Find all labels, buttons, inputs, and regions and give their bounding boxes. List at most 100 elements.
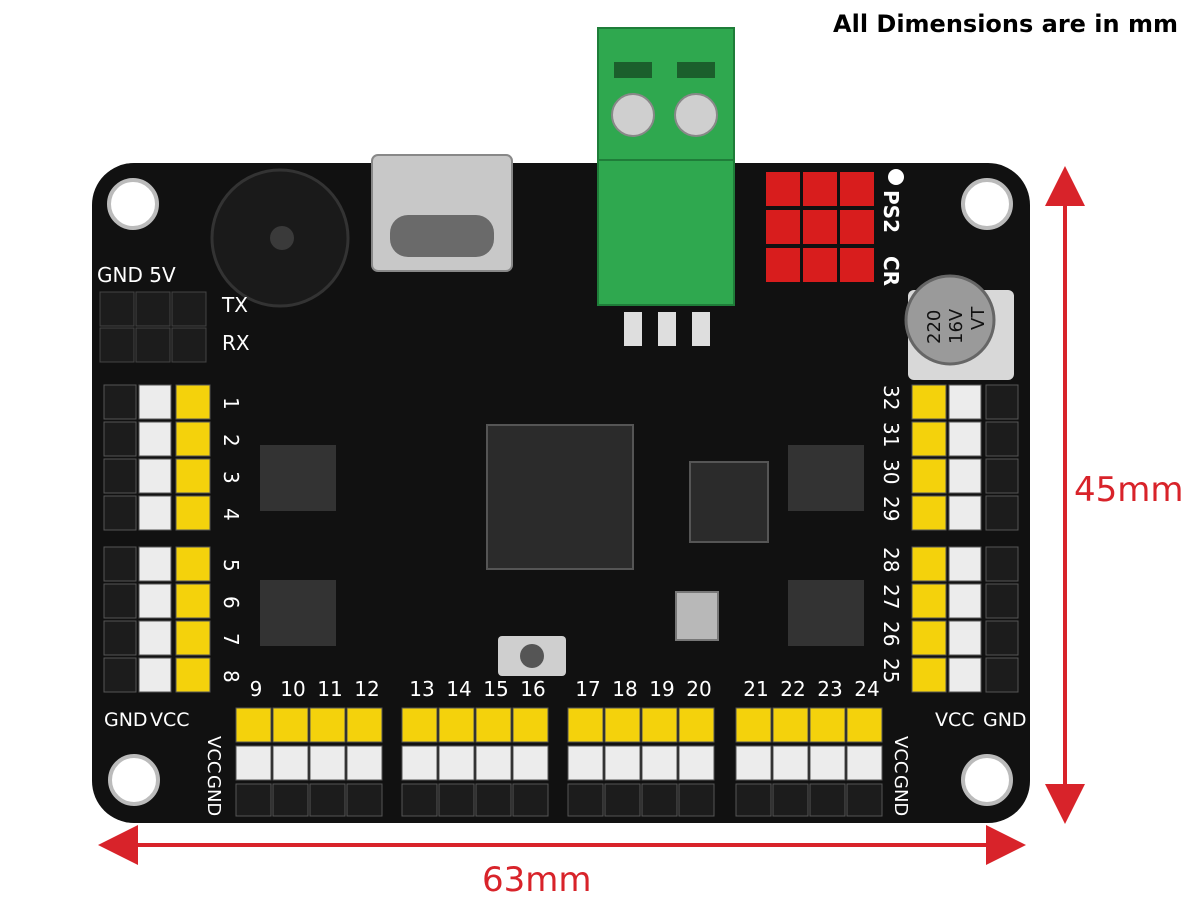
eeprom-chip xyxy=(689,461,769,543)
driver-chip-1 xyxy=(260,445,336,511)
channel-number: 25 xyxy=(879,658,903,683)
header-pin-white xyxy=(512,745,549,781)
header-pin-white xyxy=(641,745,678,781)
header-pin-yellow xyxy=(175,546,211,582)
header-pin-white xyxy=(346,745,383,781)
silk-right-bottom-gnd: GND xyxy=(983,709,1027,731)
header-pin-black xyxy=(512,783,549,817)
height-dimension-label: 45mm xyxy=(1074,470,1184,510)
header-pin-yellow xyxy=(809,707,846,743)
header-pin-yellow xyxy=(272,707,309,743)
header-pin-yellow xyxy=(772,707,809,743)
header-pin-yellow xyxy=(911,546,947,582)
header-pin-black xyxy=(235,783,272,817)
power-serial-header xyxy=(99,291,207,363)
header-pin-black xyxy=(772,783,809,817)
channel-number: 8 xyxy=(219,670,243,683)
silk-cr: CR xyxy=(879,256,903,286)
header-pin-black xyxy=(985,421,1019,457)
header-pin-white xyxy=(846,745,883,781)
header-pin-yellow xyxy=(175,620,211,656)
header-pin-yellow xyxy=(175,421,211,457)
header-pin-white xyxy=(309,745,346,781)
capacitor-voltage: 16V xyxy=(946,308,967,344)
header-pin-black xyxy=(103,546,137,582)
usb-c-port xyxy=(390,215,494,257)
header-pin-yellow xyxy=(678,707,715,743)
header-pin-black xyxy=(985,583,1019,619)
header-pin-yellow xyxy=(911,495,947,531)
silk-left-bottom-vcc: VCC xyxy=(150,709,190,731)
capacitor-type: VT xyxy=(968,306,989,330)
header-pin-white xyxy=(475,745,512,781)
channel-number: 4 xyxy=(219,508,243,521)
silk-bottom-left-gnd: GND xyxy=(203,775,224,816)
header-pin-black xyxy=(985,495,1019,531)
channel-number: 26 xyxy=(879,621,903,646)
header-pin-white xyxy=(138,583,172,619)
channel-number: 32 xyxy=(879,385,903,410)
header-pin-yellow xyxy=(401,707,438,743)
header-pin-yellow xyxy=(911,583,947,619)
header-pin-black xyxy=(604,783,641,817)
header-pin-yellow xyxy=(512,707,549,743)
header-pin-white xyxy=(948,620,982,656)
width-dimension-label: 63mm xyxy=(482,860,592,900)
channel-number: 24 xyxy=(854,677,879,701)
buzzer-hole xyxy=(270,226,294,250)
channel-number: 20 xyxy=(686,677,711,701)
header-pin-yellow xyxy=(175,458,211,494)
header-pin-black xyxy=(567,783,604,817)
header-pin-white xyxy=(948,583,982,619)
header-pin-white xyxy=(138,620,172,656)
channel-number: 2 xyxy=(219,434,243,447)
mounting-hole-tr xyxy=(961,178,1013,230)
channel-number: 22 xyxy=(780,677,805,701)
header-pin-yellow xyxy=(641,707,678,743)
header-pin-white xyxy=(948,657,982,693)
header-pin-yellow xyxy=(438,707,475,743)
header-pin-white xyxy=(138,495,172,531)
microcontroller-chip xyxy=(486,424,634,570)
silk-bottom-left-vcc: VCC xyxy=(203,736,224,773)
header-pin-white xyxy=(138,657,172,693)
header-pin-yellow xyxy=(175,583,211,619)
bottom-servo-headers xyxy=(235,707,883,817)
header-pin-white xyxy=(604,745,641,781)
channel-number: 31 xyxy=(879,422,903,447)
driver-chip-4 xyxy=(788,580,864,646)
header-pin-black xyxy=(846,783,883,817)
channel-number: 28 xyxy=(879,547,903,572)
reset-button-cap[interactable] xyxy=(520,644,544,668)
header-pin-yellow xyxy=(911,384,947,420)
channel-number: 14 xyxy=(446,677,471,701)
header-pin-white xyxy=(272,745,309,781)
driver-chip-3 xyxy=(788,445,864,511)
wire-slot-right xyxy=(677,62,715,78)
driver-chip-2 xyxy=(260,580,336,646)
header-pin-yellow xyxy=(846,707,883,743)
channel-number: 16 xyxy=(520,677,545,701)
channel-number: 13 xyxy=(409,677,434,701)
header-pin-white xyxy=(138,384,172,420)
header-pin-yellow xyxy=(475,707,512,743)
crystal-oscillator xyxy=(675,591,719,641)
header-pin-yellow xyxy=(175,657,211,693)
channel-number: 15 xyxy=(483,677,508,701)
header-pin-black xyxy=(103,458,137,494)
mounting-hole-bl xyxy=(108,754,160,806)
status-led-2 xyxy=(658,312,676,346)
header-pin-yellow xyxy=(735,707,772,743)
header-pin-black xyxy=(103,583,137,619)
header-pin-black xyxy=(103,657,137,693)
channel-number: 3 xyxy=(219,471,243,484)
capacitor-value: 220 xyxy=(924,310,945,344)
header-pin-black xyxy=(985,458,1019,494)
header-pin-white xyxy=(772,745,809,781)
channel-number: 5 xyxy=(219,559,243,572)
channel-number: 21 xyxy=(743,677,768,701)
header-pin-black xyxy=(735,783,772,817)
